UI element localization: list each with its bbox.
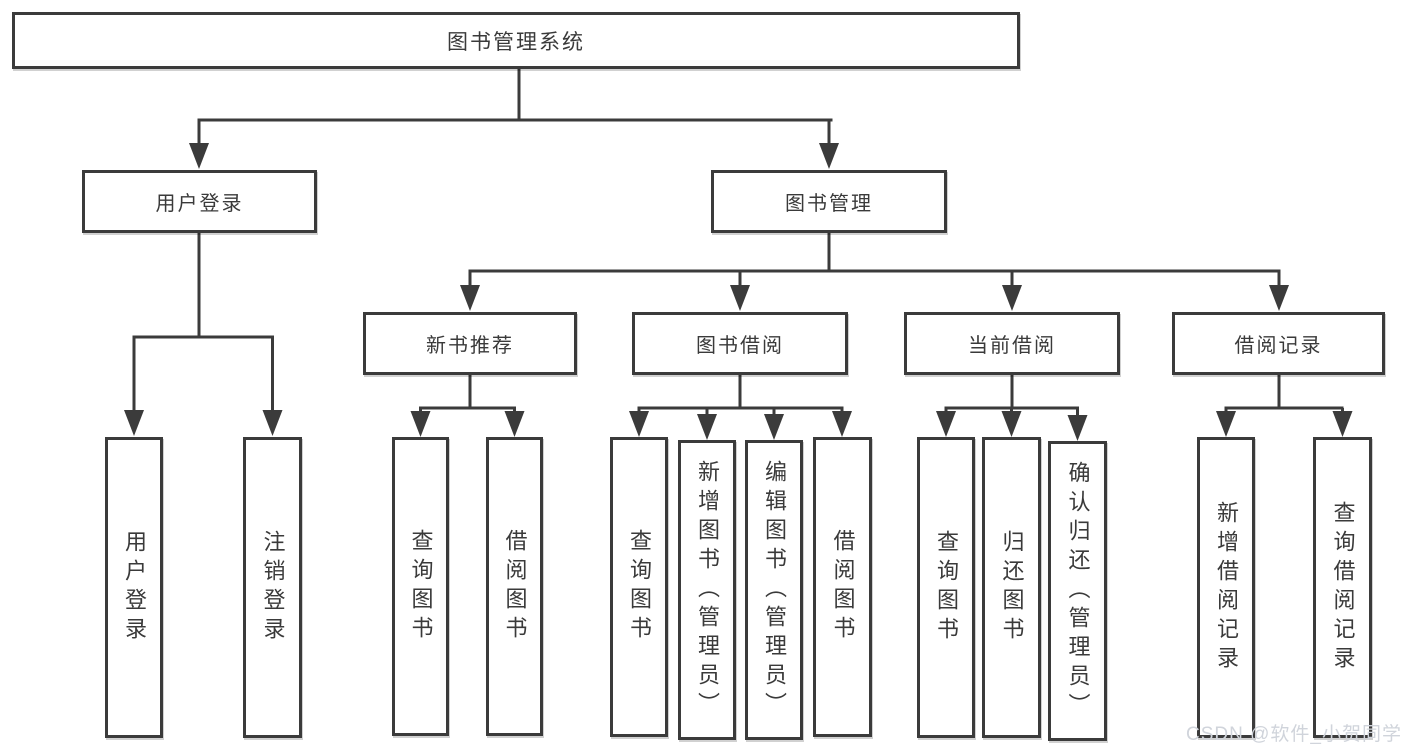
leaf-add-borrow-record: 新增借阅记录	[1197, 437, 1255, 738]
node-user-login: 用户登录	[82, 170, 317, 233]
arrowhead-icon	[764, 414, 784, 440]
leaf-query-books-current: 查询图书	[917, 437, 975, 738]
node-label: 确认归还（管理员）	[1065, 460, 1091, 722]
arrowhead-icon	[936, 411, 956, 437]
node-current-borrowing: 当前借阅	[904, 312, 1120, 375]
node-label: 编辑图书（管理员）	[762, 459, 787, 721]
node-label: 当前借阅	[968, 335, 1056, 357]
arrowhead-icon	[1002, 285, 1022, 311]
arrowhead-icon	[504, 411, 525, 437]
arrowhead-icon	[410, 411, 431, 437]
node-label: 借阅图书	[502, 528, 528, 645]
leaf-query-books-borrow: 查询图书	[610, 437, 668, 737]
node-borrowing-records: 借阅记录	[1172, 312, 1385, 375]
edges-current-borrow-group	[936, 375, 1088, 441]
leaf-borrow-books-recommend: 借阅图书	[486, 437, 543, 736]
arrowhead-icon	[1269, 285, 1289, 311]
edges-level2	[189, 68, 839, 169]
arrowhead-icon	[832, 411, 852, 437]
edges-book-borrow-group	[629, 375, 852, 440]
leaf-user-login: 用户登录	[105, 437, 163, 738]
node-label: 查询借阅记录	[1330, 500, 1356, 675]
node-label: 借阅记录	[1234, 335, 1323, 357]
node-new-book-recommendation: 新书推荐	[363, 312, 577, 375]
node-root: 图书管理系统	[12, 12, 1020, 69]
arrowhead-icon	[697, 414, 717, 440]
arrowhead-icon	[124, 410, 144, 436]
arrowhead-icon	[1332, 411, 1353, 437]
leaf-borrow-books: 借阅图书	[813, 437, 872, 737]
node-label: 查询图书	[408, 528, 434, 645]
node-label: 新书推荐	[426, 335, 514, 357]
node-label: 图书管理	[785, 193, 873, 215]
node-book-borrowing: 图书借阅	[632, 312, 848, 375]
arrowhead-icon	[1001, 411, 1022, 437]
node-label: 新增借阅记录	[1214, 500, 1239, 675]
arrowhead-icon	[262, 410, 283, 436]
edges-user-login-group	[124, 233, 283, 436]
node-label: 查询图书	[934, 529, 959, 646]
node-label: 图书管理系统	[447, 30, 585, 54]
leaf-logout: 注销登录	[243, 437, 302, 738]
arrowhead-icon	[189, 143, 209, 169]
node-label: 图书借阅	[696, 335, 784, 357]
node-book-management: 图书管理	[711, 170, 947, 233]
leaf-add-books-admin: 新增图书（管理员）	[678, 440, 736, 740]
leaf-query-borrow-record: 查询借阅记录	[1313, 437, 1372, 738]
node-label: 用户登录	[155, 193, 244, 215]
leaf-edit-books-admin: 编辑图书（管理员）	[745, 440, 803, 740]
edges-level3	[460, 233, 1289, 311]
watermark: CSDN @软件_小贺同学	[1186, 724, 1402, 745]
leaf-confirm-return-admin: 确认归还（管理员）	[1048, 441, 1107, 741]
edges-new-recommend-group	[410, 375, 525, 437]
arrowhead-icon	[730, 285, 750, 311]
node-label: 归还图书	[999, 529, 1025, 646]
arrowhead-icon	[629, 411, 649, 437]
arrowhead-icon	[1216, 411, 1236, 437]
arrowhead-icon	[1067, 415, 1088, 441]
leaf-query-books-recommend: 查询图书	[392, 437, 449, 736]
arrowhead-icon	[460, 285, 480, 311]
node-label: 查询图书	[627, 529, 652, 645]
arrowhead-icon	[819, 143, 839, 169]
leaf-return-books: 归还图书	[982, 437, 1041, 738]
node-label: 新增图书（管理员）	[695, 459, 720, 721]
node-label: 借阅图书	[830, 529, 856, 645]
edges-borrow-records-group	[1216, 375, 1353, 437]
node-label: 注销登录	[260, 529, 286, 646]
node-label: 用户登录	[122, 529, 147, 646]
